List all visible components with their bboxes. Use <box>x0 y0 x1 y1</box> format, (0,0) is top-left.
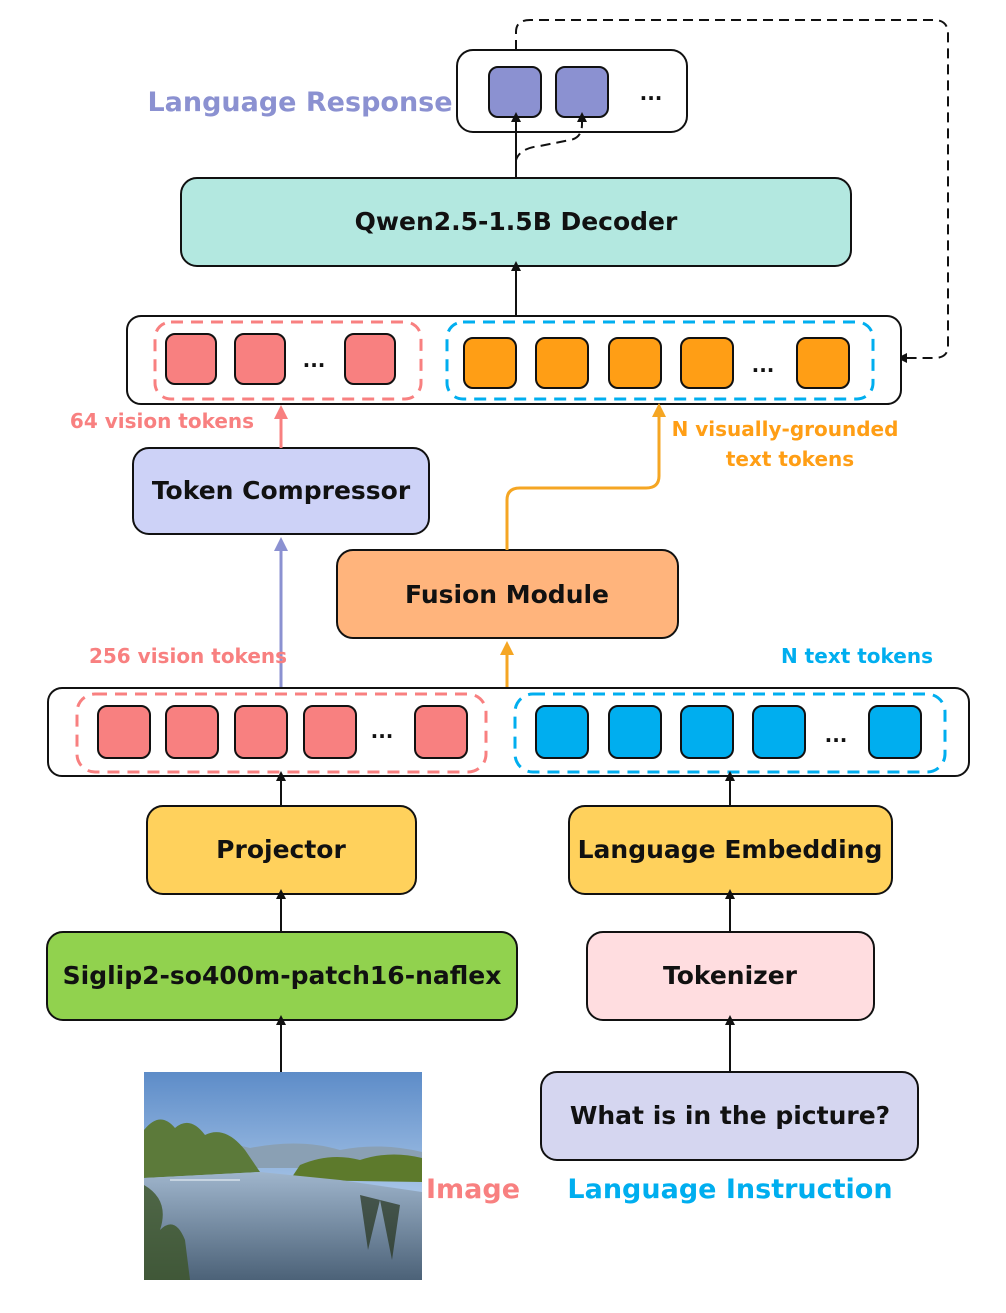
vision-token <box>234 705 288 759</box>
grounded-token <box>608 337 662 389</box>
language-embedding-label: Language Embedding <box>578 835 883 864</box>
grounded-token <box>535 337 589 389</box>
vision-token-group-256 <box>75 692 488 774</box>
token-compressor-label: Token Compressor <box>152 476 411 505</box>
image-label: Image <box>426 1174 520 1205</box>
vision-token <box>165 333 217 385</box>
response-token <box>488 66 542 118</box>
instruction-text: What is in the picture? <box>570 1101 890 1130</box>
vision-ellipsis-bottom: ... <box>371 719 394 743</box>
text-token <box>535 705 589 759</box>
vision-tokens-64-label: 64 vision tokens <box>70 409 254 433</box>
vision-tokens-256-label: 256 vision tokens <box>89 644 287 668</box>
landscape-photo-icon <box>144 1072 422 1280</box>
vision-token <box>303 705 357 759</box>
vision-ellipsis-mid: ... <box>303 348 326 372</box>
grounded-label-line1: N visually-grounded <box>672 417 899 441</box>
projector-label: Projector <box>216 835 346 864</box>
text-tokens-label: N text tokens <box>781 644 933 668</box>
arrow-decoder-to-response-2 <box>515 112 587 178</box>
language-instruction-label: Language Instruction <box>567 1174 892 1205</box>
arrow-fusion-to-grounded <box>505 403 666 550</box>
grounded-label-line2: text tokens <box>726 447 854 471</box>
vision-token <box>234 333 286 385</box>
grounded-token-group <box>445 320 875 401</box>
text-token <box>608 705 662 759</box>
text-ellipsis-bottom: ... <box>825 723 848 747</box>
vision-token <box>97 705 151 759</box>
language-response-label: Language Response <box>147 87 452 118</box>
grounded-token <box>796 337 850 389</box>
text-token <box>868 705 922 759</box>
text-token <box>680 705 734 759</box>
decoder-label: Qwen2.5-1.5B Decoder <box>355 207 678 236</box>
vision-token <box>344 333 396 385</box>
vision-token-group-64 <box>153 320 423 401</box>
vision-token <box>414 705 468 759</box>
vision-token <box>165 705 219 759</box>
fusion-module-label: Fusion Module <box>405 580 609 609</box>
grounded-token <box>463 337 517 389</box>
grounded-token <box>680 337 734 389</box>
vision-encoder-label: Siglip2-so400m-patch16-naflex <box>63 961 502 990</box>
grounded-ellipsis: ... <box>752 353 775 377</box>
text-token <box>752 705 806 759</box>
tokenizer-label: Tokenizer <box>663 961 798 990</box>
feedback-loop-arrow <box>515 19 949 363</box>
response-token <box>555 66 609 118</box>
response-ellipsis: ... <box>640 81 663 105</box>
